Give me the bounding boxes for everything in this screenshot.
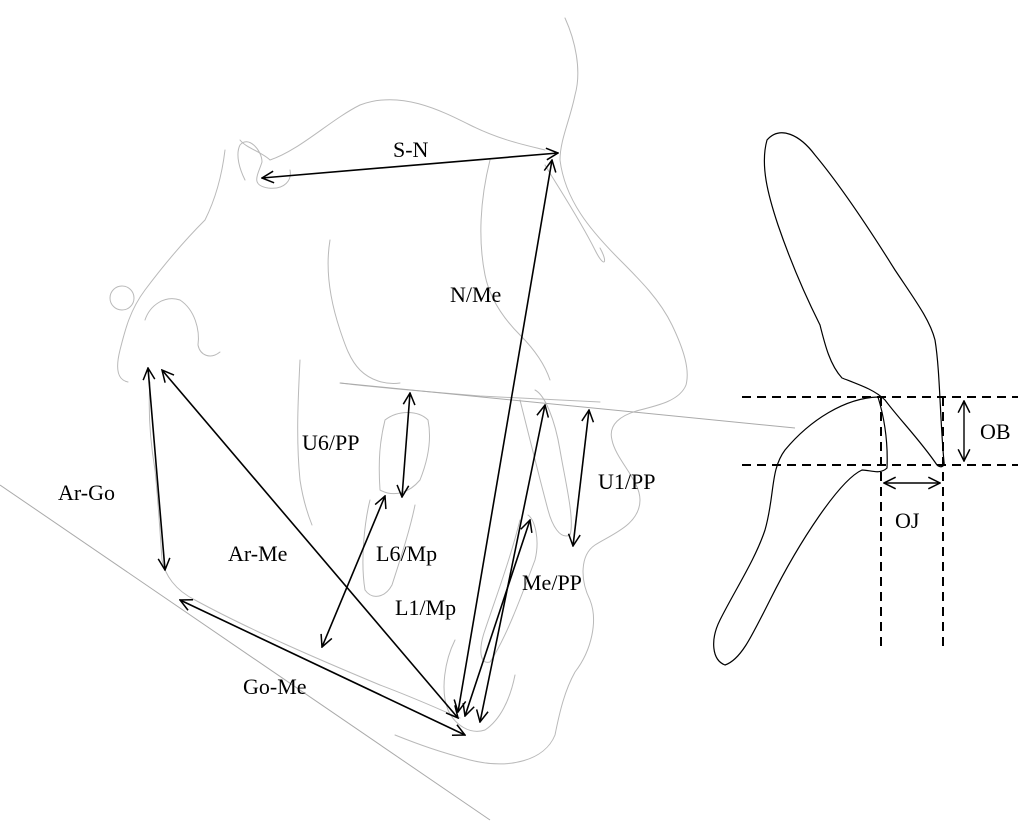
soft-tissue-profile	[394, 17, 688, 765]
incisor-detail-diagram: OB OJ	[713, 132, 1018, 666]
maxilla-outline	[339, 382, 601, 403]
u1-pp-arrow	[573, 410, 589, 546]
upper-incisor-outline	[519, 389, 572, 537]
u6-pp-arrow	[402, 393, 410, 497]
label-u6-pp: U6/PP	[302, 430, 359, 455]
measurement-arrows	[148, 153, 589, 735]
mandibular-plane-line	[0, 484, 491, 821]
lower-incisor-shape	[713, 396, 888, 666]
ear-rod-circle	[109, 285, 135, 311]
label-s-n: S-N	[393, 137, 429, 162]
upper-incisor-shape	[763, 132, 945, 468]
label-l1-mp: L1/Mp	[395, 595, 456, 620]
label-me-pp: Me/PP	[522, 570, 582, 595]
ramus-outline	[148, 381, 196, 601]
sella-outline	[237, 141, 291, 189]
label-n-me: N/Me	[450, 282, 501, 307]
upper-molar-outline	[378, 412, 431, 495]
l1-mp-arrow	[480, 405, 545, 722]
symphysis-outline	[443, 639, 516, 732]
go-me-arrow	[180, 600, 465, 735]
label-u1-pp: U1/PP	[598, 469, 655, 494]
condyle-outline	[144, 298, 221, 357]
skull-posterior-outline	[117, 149, 226, 383]
nasal-outline	[544, 164, 606, 263]
s-n-arrow	[262, 153, 558, 178]
pterygoid-outline	[327, 239, 401, 384]
label-ar-go: Ar-Go	[58, 480, 115, 505]
l6-mp-arrow	[322, 496, 385, 647]
label-go-me: Go-Me	[243, 674, 307, 699]
label-ar-me: Ar-Me	[228, 541, 287, 566]
label-oj: OJ	[895, 508, 920, 533]
orbit-outline	[480, 159, 551, 381]
ar-go-arrow	[148, 368, 165, 570]
label-l6-mp: L6/Mp	[376, 541, 437, 566]
label-ob: OB	[980, 419, 1011, 444]
skull-tracing	[109, 17, 688, 765]
